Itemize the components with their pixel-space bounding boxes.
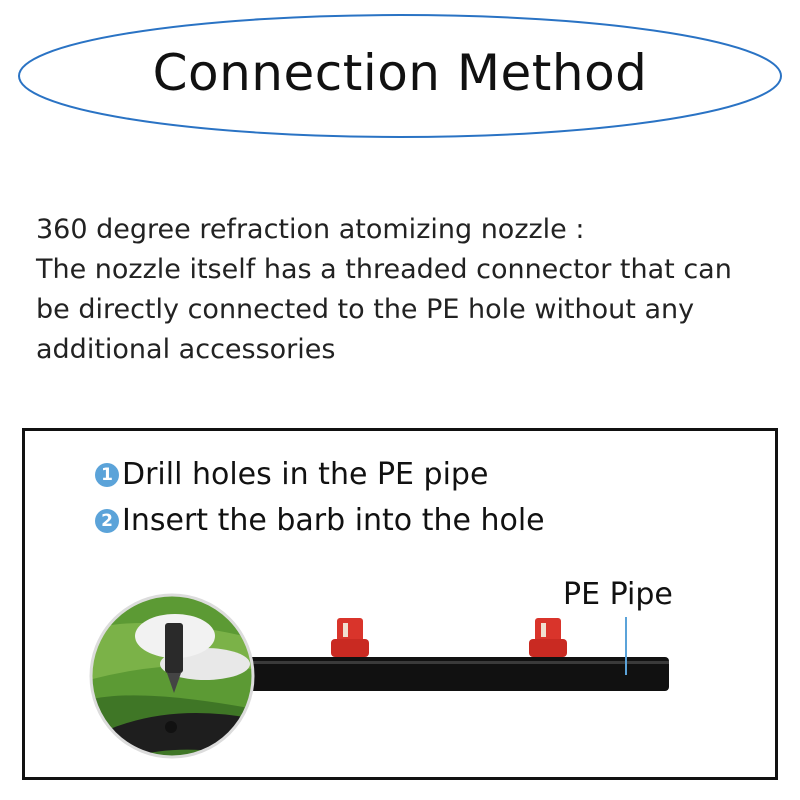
- description-line: additional accessories: [36, 334, 336, 365]
- pe-pipe: [233, 657, 669, 691]
- title-ellipse: [18, 14, 782, 138]
- description: 360 degree refraction atomizing nozzle :…: [36, 210, 776, 370]
- pipe-label: PE Pipe: [563, 577, 673, 612]
- drill-photo-border: [89, 593, 255, 759]
- nozzle-2: [529, 618, 567, 657]
- step-2: 2 Insert the barb into the hole: [95, 503, 545, 538]
- title-banner: Connection Method: [16, 10, 784, 142]
- drill-photo-inset: [91, 595, 253, 757]
- description-line: The nozzle itself has a threaded connect…: [36, 254, 732, 285]
- description-line: be directly connected to the PE hole wit…: [36, 294, 695, 325]
- step-1-badge: 1: [95, 462, 119, 487]
- step-2-text: Insert the barb into the hole: [122, 503, 545, 538]
- description-line: 360 degree refraction atomizing nozzle :: [36, 214, 585, 245]
- page-title: Connection Method: [152, 44, 648, 102]
- installation-panel: 1 Drill holes in the PE pipe 2 Insert th…: [22, 428, 778, 780]
- step-1-text: Drill holes in the PE pipe: [122, 457, 489, 492]
- installation-illustration: [89, 593, 669, 759]
- step-1: 1 Drill holes in the PE pipe: [95, 457, 488, 492]
- step-2-badge: 2: [95, 508, 119, 533]
- nozzle-1: [331, 618, 369, 657]
